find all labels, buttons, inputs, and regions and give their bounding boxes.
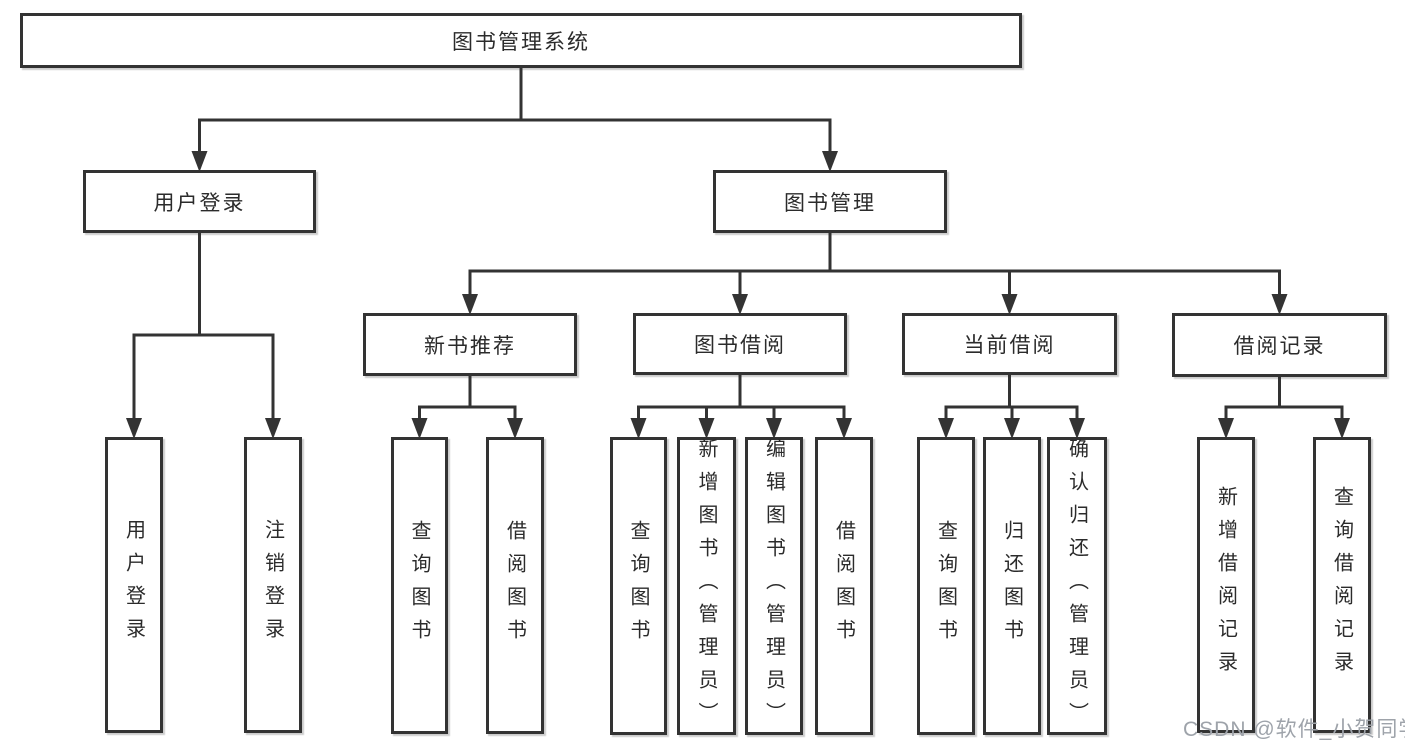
node-leaf-cur-confirm: 确认归还（管理员）: [1047, 437, 1107, 735]
node-user-login: 用户登录: [83, 170, 316, 233]
node-leaf-login: 用户登录: [105, 437, 163, 733]
node-label-leaf-cur-query: 查询图书: [934, 520, 957, 652]
arrowhead-leaf-cur-return: [1004, 418, 1020, 439]
arrowhead-leaf-login: [126, 418, 142, 439]
node-leaf-rec-borrow: 借阅图书: [486, 437, 544, 734]
node-leaf-bor-query: 查询图书: [610, 437, 667, 735]
node-label-current-borrow: 当前借阅: [963, 334, 1056, 357]
node-label-user-login: 用户登录: [153, 191, 246, 215]
node-leaf-bor-borrow: 借阅图书: [815, 437, 873, 735]
node-label-leaf-rcd-query: 查询借阅记录: [1330, 486, 1353, 684]
arrowhead-leaf-bor-add: [698, 418, 715, 439]
node-label-new-book-rec: 新书推荐: [424, 334, 516, 358]
node-leaf-cur-query: 查询图书: [917, 437, 975, 735]
node-borrow-records: 借阅记录: [1172, 313, 1387, 377]
node-label-root: 图书管理系统: [452, 30, 590, 54]
arrowhead-current-borrow: [1001, 294, 1018, 315]
arrowhead-borrow-records: [1271, 294, 1288, 315]
node-label-leaf-bor-edit: 编辑图书（管理员）: [762, 437, 785, 735]
watermark: CSDN @软件_小贺同学: [1183, 718, 1405, 741]
node-label-leaf-bor-query: 查询图书: [627, 520, 649, 652]
arrowhead-leaf-bor-edit: [766, 418, 782, 439]
node-label-borrow-records: 借阅记录: [1233, 335, 1326, 358]
arrowhead-leaf-cur-confirm: [1069, 418, 1085, 439]
node-label-book-mgmt: 图书管理: [784, 191, 876, 215]
arrowhead-leaf-bor-query: [630, 418, 647, 439]
arrowhead-user-login: [191, 151, 208, 172]
arrowhead-leaf-bor-borrow: [836, 418, 852, 439]
arrowhead-book-borrow: [732, 294, 748, 315]
node-label-leaf-bor-add: 新增图书（管理员）: [695, 437, 717, 735]
node-label-leaf-rec-query: 查询图书: [408, 519, 430, 652]
node-label-leaf-bor-borrow: 借阅图书: [832, 520, 855, 652]
node-book-mgmt: 图书管理: [713, 170, 947, 233]
node-leaf-rec-query: 查询图书: [391, 437, 448, 734]
node-leaf-bor-edit: 编辑图书（管理员）: [745, 437, 803, 735]
arrowhead-leaf-logout: [265, 418, 281, 439]
arrowhead-new-book-rec: [462, 294, 478, 315]
arrowhead-leaf-rec-query: [411, 418, 428, 439]
node-label-leaf-login: 用户登录: [122, 519, 145, 651]
arrowhead-leaf-cur-query: [938, 418, 954, 439]
node-label-leaf-cur-confirm: 确认归还（管理员）: [1065, 437, 1088, 735]
arrowhead-book-mgmt: [822, 151, 838, 172]
node-leaf-rcd-query: 查询借阅记录: [1313, 437, 1371, 733]
node-leaf-logout: 注销登录: [244, 437, 302, 733]
arrowhead-leaf-rec-borrow: [507, 418, 523, 439]
node-label-leaf-rec-borrow: 借阅图书: [503, 519, 526, 652]
node-label-book-borrow: 图书借阅: [694, 334, 786, 357]
node-label-leaf-logout: 注销登录: [261, 519, 284, 651]
node-leaf-rcd-add: 新增借阅记录: [1197, 437, 1255, 733]
node-label-leaf-cur-return: 归还图书: [1000, 520, 1023, 652]
node-label-leaf-rcd-add: 新增借阅记录: [1214, 486, 1237, 684]
node-leaf-cur-return: 归还图书: [983, 437, 1041, 735]
arrowhead-leaf-rcd-add: [1218, 418, 1234, 439]
node-leaf-bor-add: 新增图书（管理员）: [677, 437, 736, 735]
node-new-book-rec: 新书推荐: [363, 313, 577, 376]
node-root: 图书管理系统: [20, 13, 1022, 68]
node-book-borrow: 图书借阅: [633, 313, 847, 375]
node-current-borrow: 当前借阅: [902, 313, 1117, 375]
arrowhead-leaf-rcd-query: [1334, 418, 1350, 439]
